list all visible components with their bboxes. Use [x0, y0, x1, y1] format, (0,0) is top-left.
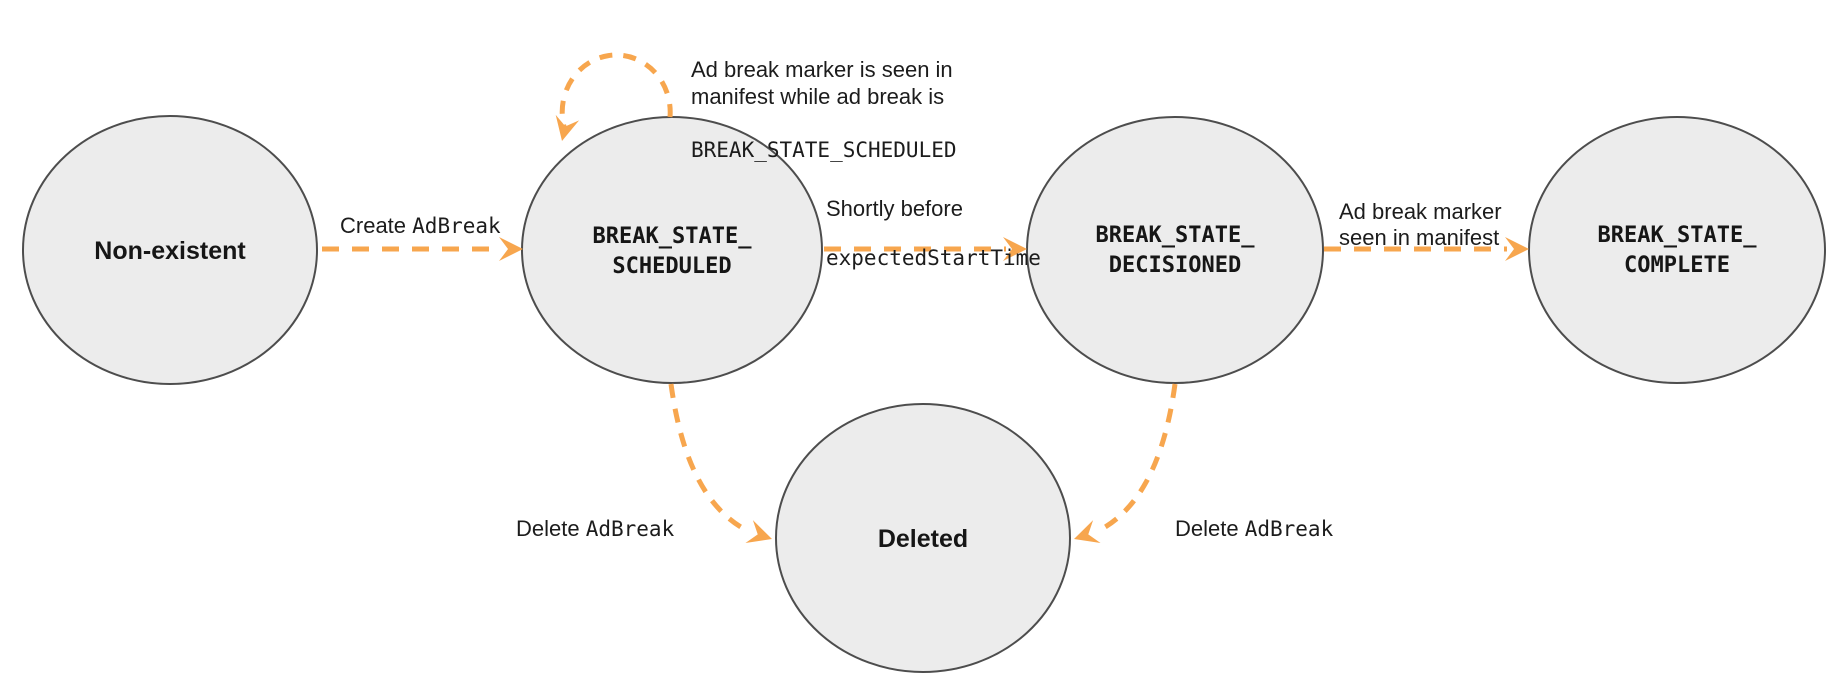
edge-create-arrowhead-icon: [499, 237, 523, 261]
edge-self-loop-label-code: BREAK_STATE_SCHEDULED: [691, 138, 957, 162]
edge-self-loop-label-text: Ad break marker is seen in manifest whil…: [691, 57, 953, 109]
edge-delete-left-arrowhead-icon: [745, 520, 772, 543]
node-decisioned-ellipse: [1026, 116, 1324, 384]
edge-create-label: Create AdBreak: [340, 185, 501, 240]
edge-decision-label-code: expectedStartTime: [826, 246, 1041, 270]
edge-decision-label-text: Shortly before: [826, 196, 963, 221]
edge-delete-right-label-text: Delete: [1175, 516, 1245, 541]
edge-delete-right-arrowhead-icon: [1074, 520, 1101, 543]
edge-delete-right-label-code: AdBreak: [1244, 517, 1334, 541]
edge-self-loop-line: [559, 52, 673, 134]
edge-delete-left-label-code: AdBreak: [585, 517, 675, 541]
edge-decision-label: Shortly before expectedStartTime: [826, 171, 1041, 296]
node-deleted-ellipse: [775, 403, 1071, 673]
edge-create-label-text: Create: [340, 213, 413, 238]
edge-complete-label-text: Ad break marker seen in manifest: [1339, 199, 1502, 250]
edge-complete-label: Ad break marker seen in manifest: [1339, 173, 1502, 277]
edge-create-label-code: AdBreak: [412, 214, 501, 238]
edge-delete-right-label: Delete AdBreak: [1175, 488, 1333, 543]
edge-self-loop-label: Ad break marker is seen in manifest whil…: [691, 29, 957, 191]
edge-complete-arrowhead-icon: [1505, 237, 1529, 261]
edge-delete-left-label-text: Delete: [516, 516, 586, 541]
edge-delete-left-label: Delete AdBreak: [516, 488, 674, 543]
node-complete-ellipse: [1528, 116, 1826, 384]
edge-self-loop-arrowhead-icon: [555, 114, 580, 141]
edge-delete-right-line: [1094, 383, 1178, 535]
node-non-existent-ellipse: [22, 115, 318, 385]
edge-delete-left-line: [668, 383, 752, 535]
edge-decision-arrowhead-icon: [1003, 237, 1027, 261]
